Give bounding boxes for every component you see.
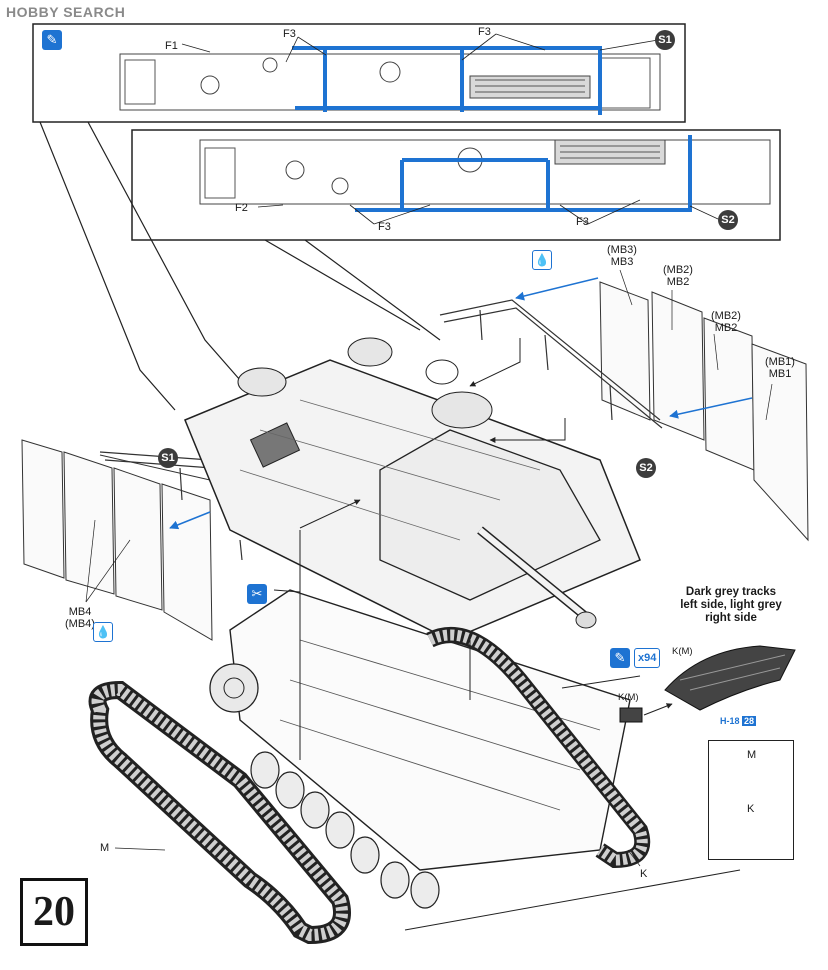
track-left xyxy=(88,680,351,945)
detail-leader xyxy=(561,675,641,689)
part-reference: H-18 28 xyxy=(720,716,757,726)
watermark: HOBBY SEARCH xyxy=(6,4,125,20)
label-mb4-paren: (MB4) xyxy=(65,618,95,630)
label-mb1-paren: (MB1) xyxy=(765,356,795,368)
tracks-note-line3: right side xyxy=(705,612,757,624)
subassembly-badge-s2: S2 xyxy=(718,210,738,230)
label-f3-a: F3 xyxy=(283,28,296,40)
label-mb2-b: MB2 xyxy=(714,322,738,334)
legend-label-m: M xyxy=(747,749,757,761)
step-number: 20 xyxy=(20,878,88,946)
label-f3-b: F3 xyxy=(478,26,491,38)
blue-arrows xyxy=(169,277,753,530)
subassembly-badge-s1: S1 xyxy=(655,30,675,50)
label-f2: F2 xyxy=(235,202,248,214)
label-track-m: M xyxy=(100,842,110,854)
label-f3-c: F3 xyxy=(378,221,391,233)
label-leaders xyxy=(85,269,773,867)
label-mb3-group: (MB3) MB3 xyxy=(600,244,644,268)
subassembly-badge-s2: S2 xyxy=(636,458,656,478)
label-mb3-paren: (MB3) xyxy=(607,244,637,256)
remove-part-icon: ✂ xyxy=(247,584,267,604)
part-reference-number: 28 xyxy=(742,716,757,726)
label-mb4: MB4 xyxy=(68,606,92,618)
label-f1: F1 xyxy=(165,40,178,52)
label-mb2-group-b: (MB2) MB2 xyxy=(704,310,748,334)
part-reference-prefix: H-18 xyxy=(720,716,740,726)
label-mb2-paren-a: (MB2) xyxy=(663,264,693,276)
label-mb2-paren-b: (MB2) xyxy=(711,310,741,322)
label-mb1: MB1 xyxy=(768,368,792,380)
legend-label-k: K xyxy=(747,803,755,815)
label-mb3: MB3 xyxy=(610,256,634,268)
subassembly-badge-s1: S1 xyxy=(158,448,178,468)
label-mb1-group: (MB1) MB1 xyxy=(758,356,802,380)
skirt-rail-right xyxy=(439,299,663,429)
side-skirt-left xyxy=(21,439,213,641)
tracks-note-line1: Dark grey tracks xyxy=(685,586,777,598)
label-mb4-group: MB4 (MB4) xyxy=(58,606,102,630)
track-link-detail xyxy=(619,645,796,723)
label-km-a: K(M) xyxy=(672,646,693,657)
track-right xyxy=(426,627,651,869)
cement-drop-icon: 💧 xyxy=(532,250,552,270)
detail-box-upper xyxy=(32,23,686,123)
cement-drop-icon: 💧 xyxy=(93,622,113,642)
tracks-color-note: Dark grey tracks left side, light grey r… xyxy=(672,586,790,625)
paint-brush-icon: ✎ xyxy=(42,30,62,50)
tracks-note-line2: left side, light grey xyxy=(680,599,782,611)
label-km-b: K(M) xyxy=(618,692,639,703)
label-f3-d: F3 xyxy=(576,216,589,228)
quantity-multiplier: x94 xyxy=(634,648,661,668)
side-skirt-right xyxy=(599,281,809,542)
label-mb2-group-a: (MB2) MB2 xyxy=(656,264,700,288)
zoom-lines xyxy=(39,121,441,411)
label-mb2-a: MB2 xyxy=(666,276,690,288)
detail-box-lower xyxy=(131,129,781,241)
paint-brush-icon: ✎ xyxy=(610,648,630,668)
label-track-k: K xyxy=(640,868,648,880)
track-type-legend: M K xyxy=(708,740,794,860)
black-arrows xyxy=(273,338,741,931)
watermark-text: HOBBY SEARCH xyxy=(6,4,126,20)
hull-upper xyxy=(184,337,641,641)
step-number-text: 20 xyxy=(33,889,75,935)
